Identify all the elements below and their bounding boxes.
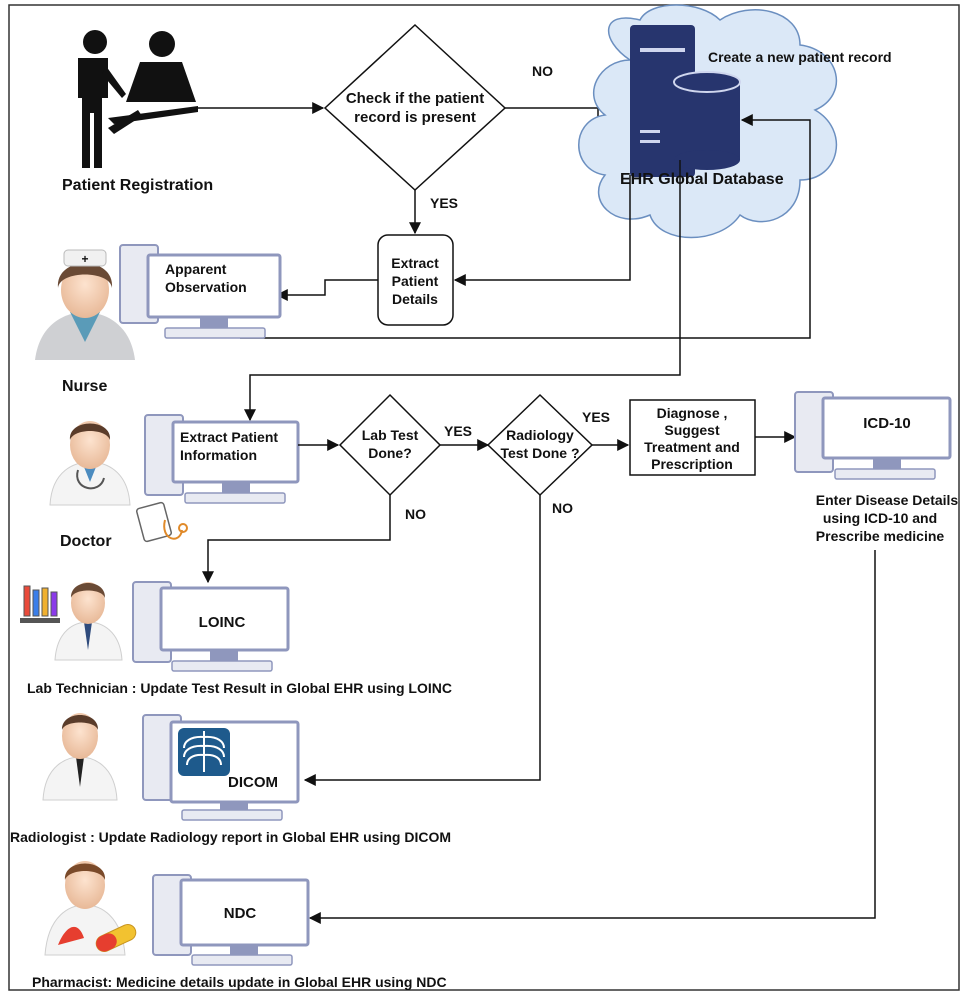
database-cylinder-icon — [673, 71, 741, 170]
radiology-decision-line2: Test Done ? — [500, 445, 579, 461]
xray-ribcage-icon — [178, 728, 230, 776]
edge-yes-lab-label: YES — [444, 423, 472, 439]
pharmacy-caption: Pharmacist: Medicine details update in G… — [32, 974, 447, 990]
nurse-avatar: + — [35, 249, 135, 360]
lab-caption: Lab Technician : Update Test Result in G… — [27, 680, 452, 696]
pharmacy-monitor — [152, 874, 310, 966]
edge-extract-to-nurse — [275, 279, 378, 301]
edge-database-to-doctor — [244, 160, 681, 422]
ehr-database-label: EHR Global Database — [620, 171, 784, 188]
prescription-icon — [136, 501, 188, 543]
decision-record-line3: record is present — [354, 109, 476, 126]
icd-caption-line3: Prescribe medicine — [816, 528, 945, 544]
edge-no-top-label: NO — [532, 63, 553, 79]
lab-decision-line2: Done? — [368, 445, 412, 461]
create-record-label: Create a new patient record — [708, 49, 892, 65]
edge-no-radiology-label: NO — [552, 500, 573, 516]
radiologist-avatar — [42, 713, 118, 801]
icd-monitor — [794, 391, 952, 480]
edge-no-lab-label: NO — [405, 506, 426, 522]
icd-screen-label: ICD-10 — [863, 415, 911, 432]
patient-registration-icon — [78, 30, 198, 168]
decision-record-diamond — [323, 23, 507, 192]
registration-label: Patient Registration — [62, 177, 213, 194]
nurse-screen-line2: Observation — [165, 279, 247, 295]
icd-caption-line2: using ICD-10 and — [823, 510, 937, 526]
edge-icd-to-pharmacy — [308, 550, 876, 924]
diagnose-line3: Treatment and — [644, 439, 740, 455]
doctor-avatar — [49, 421, 131, 506]
extract-details-line2: Patient — [392, 273, 439, 289]
lab-technician-avatar — [54, 582, 123, 661]
lab-decision-line1: Lab Test — [362, 427, 419, 443]
nurse-screen-line1: Apparent — [165, 261, 227, 277]
pharmacy-screen-label: NDC — [224, 905, 257, 922]
nurse-label: Nurse — [62, 378, 107, 395]
diagnose-line4: Prescription — [651, 456, 733, 472]
edge-yes-radiology-label: YES — [582, 409, 610, 425]
doctor-screen-line1: Extract Patient — [180, 429, 278, 445]
diagnose-line1: Diagnose , — [657, 405, 728, 421]
extract-details-line3: Details — [392, 291, 438, 307]
pill-icon — [95, 924, 137, 952]
edge-lab-no — [202, 495, 391, 584]
doctor-screen-line2: Information — [180, 447, 257, 463]
lab-monitor — [132, 581, 290, 672]
extract-details-line1: Extract — [391, 255, 439, 271]
icd-caption-line1: Enter Disease Details — [816, 492, 959, 508]
radiology-decision-line1: Radiology — [506, 427, 574, 443]
edge-database-to-extract — [453, 175, 631, 286]
edge-radiology-no — [303, 495, 541, 786]
radiology-caption: Radiologist : Update Radiology report in… — [10, 829, 451, 845]
doctor-monitor — [144, 414, 300, 504]
nurse-monitor — [119, 244, 282, 339]
doctor-label: Doctor — [60, 533, 112, 550]
test-tubes-icon — [20, 585, 60, 623]
svg-text:+: + — [81, 252, 88, 266]
edge-nurse-to-database — [240, 114, 811, 339]
diagnose-line2: Suggest — [664, 422, 720, 438]
edge-yes-top-label: YES — [430, 195, 458, 211]
diagnose-box — [629, 399, 756, 476]
radiology-screen-label: DICOM — [228, 774, 278, 791]
decision-record-line1: Check if the patient — [346, 90, 484, 107]
figure-border — [8, 4, 960, 991]
lab-screen-label: LOINC — [199, 614, 246, 631]
